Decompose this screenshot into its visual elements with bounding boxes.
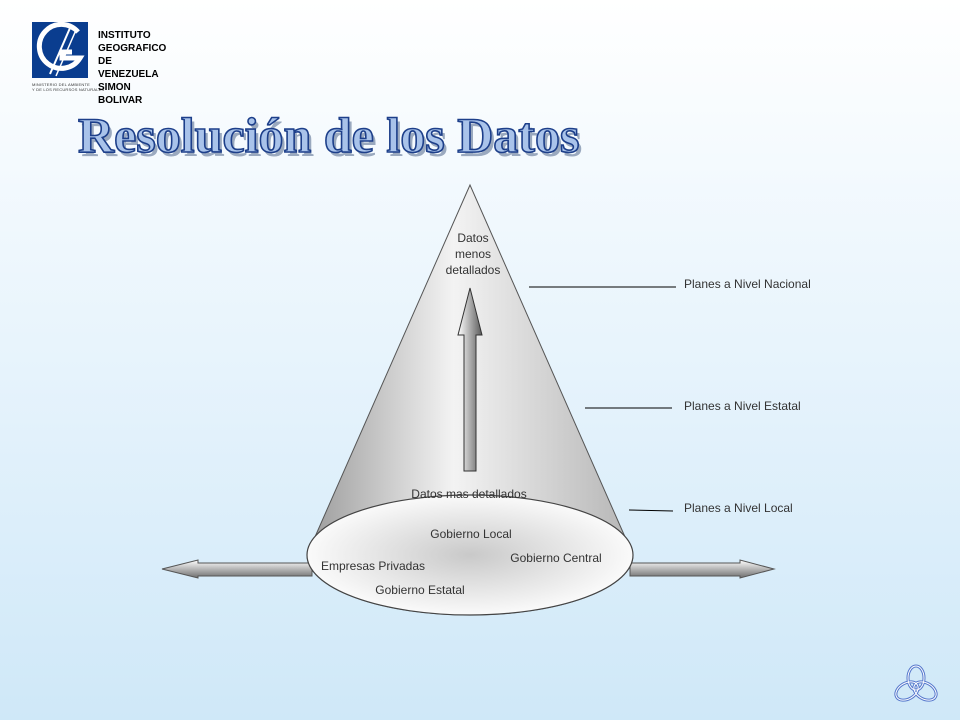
level-label-estatal: Planes a Nivel Estatal [684,399,801,413]
right-arrow [629,559,776,579]
cone-base [306,494,634,616]
base-label-gobierno-central: Gobierno Central [510,551,601,565]
base-label-gobierno-local: Gobierno Local [430,527,511,541]
cone-top-label-line-1: Datos [457,231,488,245]
up-arrow [457,287,483,472]
ministry-line-1: MINISTERIO DEL AMBIENTE [32,82,91,87]
ministry-caption: MINISTERIO DEL AMBIENTE Y DE LOS RECURSO… [32,82,128,92]
cone-top-label-line-2: menos [455,247,491,261]
ministry-line-2: Y DE LOS RECURSOS NATURALES [32,87,105,92]
base-label-empresas-privadas: Empresas Privadas [321,559,425,573]
cone-bottom-label: Datos mas detallados [411,487,526,501]
left-arrow [161,559,313,579]
page-title-shadow: Resolución de los Datos [81,111,582,165]
institute-name: INSTITUTO GEOGRAFICO DE VENEZUELA SIMON … [98,30,167,106]
page-title: Resolución de los Datos [78,107,579,163]
base-label-gobierno-estatal: Gobierno Estatal [375,583,464,597]
cone-top-label-line-3: detallados [446,263,501,277]
page-title-wrapper: Resolución de los Datos Resolución de lo… [77,106,582,165]
trinity-knot-icon [894,664,938,702]
leader-line-local [628,509,674,512]
level-label-nacional: Planes a Nivel Nacional [684,277,811,291]
level-label-local: Planes a Nivel Local [684,501,793,515]
institute-logo [32,21,88,78]
